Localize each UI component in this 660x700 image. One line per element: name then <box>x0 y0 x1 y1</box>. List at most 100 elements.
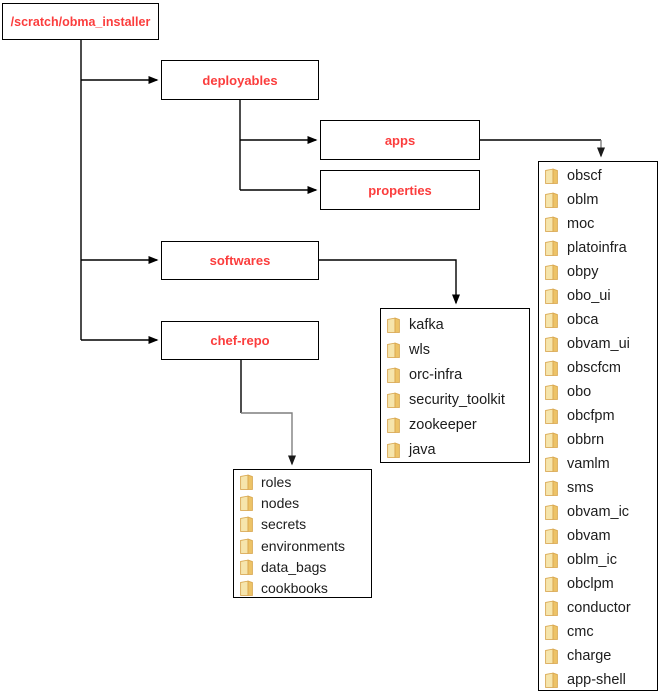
folder-label: orc-infra <box>409 366 463 383</box>
folder-label: obca <box>567 312 599 328</box>
node-chef-repo-label: chef-repo <box>210 333 270 348</box>
folder-label: zookeeper <box>409 416 477 433</box>
folder-item: moc <box>539 212 657 236</box>
folder-icon <box>240 580 253 596</box>
folder-label: obpy <box>567 264 599 280</box>
folder-icon <box>545 264 558 280</box>
folder-item: obvam_ui <box>539 332 657 356</box>
folder-label: oblm_ic <box>567 552 617 568</box>
node-apps-label: apps <box>384 132 416 148</box>
folder-label: platoinfra <box>567 240 627 256</box>
folder-label: sms <box>567 480 594 496</box>
node-root: /scratch/obma_installer <box>2 3 159 40</box>
folder-icon <box>240 559 253 575</box>
folder-label: security_toolkit <box>409 391 505 408</box>
folder-item: zookeeper <box>381 412 529 437</box>
folder-icon <box>387 391 400 408</box>
node-softwares-label: softwares <box>209 253 271 268</box>
node-properties-label: properties <box>368 182 432 198</box>
folder-label: nodes <box>261 494 300 511</box>
folder-label: cmc <box>567 624 594 640</box>
folder-item: oblm_ic <box>539 548 657 572</box>
folder-label: cookbooks <box>261 580 328 597</box>
folder-label: wls <box>409 341 430 358</box>
folder-icon <box>545 576 558 592</box>
folder-item: cookbooks <box>234 577 371 597</box>
node-apps: apps <box>320 120 480 160</box>
folder-icon <box>387 341 400 358</box>
folder-item: obo_ui <box>539 284 657 308</box>
node-root-label: /scratch/obma_installer <box>10 14 151 29</box>
folder-item: environments <box>234 535 371 556</box>
folder-icon <box>240 495 253 511</box>
folder-icon <box>545 504 558 520</box>
folder-icon <box>240 474 253 490</box>
folder-icon <box>545 360 558 376</box>
node-softwares: softwares <box>161 241 319 280</box>
folder-label: java <box>409 441 436 458</box>
arrow-softwares-to-list <box>319 259 460 305</box>
folder-label: obvam_ic <box>567 504 630 520</box>
folder-item: cmc <box>539 620 657 644</box>
folder-item: charge <box>539 644 657 668</box>
folder-label: obcfpm <box>567 408 615 424</box>
folder-item: obcfpm <box>539 404 657 428</box>
folder-icon <box>387 366 400 383</box>
folder-item: wls <box>381 337 529 362</box>
folder-icon <box>545 480 558 496</box>
folder-icon <box>545 552 558 568</box>
folder-item: data_bags <box>234 556 371 577</box>
folder-icon <box>545 456 558 472</box>
folder-icon <box>545 168 558 184</box>
folder-item: obscf <box>539 164 657 188</box>
folder-label: secrets <box>261 516 307 533</box>
folder-item: kafka <box>381 312 529 337</box>
folder-label: obvam_ui <box>567 336 630 352</box>
folder-item: security_toolkit <box>381 387 529 412</box>
node-deployables-label: deployables <box>202 72 278 88</box>
folder-item: oblm <box>539 188 657 212</box>
folder-label: moc <box>567 216 595 232</box>
folder-item: obvam_ic <box>539 500 657 524</box>
folder-icon <box>545 216 558 232</box>
folder-label: conductor <box>567 600 631 616</box>
folder-item: sms <box>539 476 657 500</box>
folder-icon <box>545 192 558 208</box>
folder-label: obclpm <box>567 576 614 592</box>
folder-item: obclpm <box>539 572 657 596</box>
folder-label: obo_ui <box>567 288 611 304</box>
folder-icon <box>545 432 558 448</box>
folder-icon <box>240 516 253 533</box>
folder-label: obvam <box>567 528 611 544</box>
folder-label: kafka <box>409 316 444 333</box>
folder-label: obbrn <box>567 432 605 448</box>
folder-item: obca <box>539 308 657 332</box>
folder-item: secrets <box>234 514 371 535</box>
folder-icon <box>545 600 558 616</box>
folder-label: vamlm <box>567 456 610 472</box>
folder-label: charge <box>567 648 612 664</box>
folder-item: conductor <box>539 596 657 620</box>
folder-label: oblm <box>567 192 599 208</box>
folder-icon <box>387 316 400 333</box>
folder-item: obpy <box>539 260 657 284</box>
folder-icon <box>545 672 558 688</box>
folder-icon <box>545 312 558 328</box>
folder-item: obo <box>539 380 657 404</box>
folder-label: app-shell <box>567 672 626 688</box>
folder-item: obscfcm <box>539 356 657 380</box>
folder-icon <box>545 408 558 424</box>
folder-label: roles <box>261 473 292 490</box>
node-chef-repo: chef-repo <box>161 321 319 360</box>
folder-item: nodes <box>234 492 371 513</box>
folder-label: environments <box>261 537 346 554</box>
folder-icon <box>387 416 400 433</box>
folder-item: obbrn <box>539 428 657 452</box>
folder-item: java <box>381 437 529 462</box>
folder-item: obvam <box>539 524 657 548</box>
folder-item: vamlm <box>539 452 657 476</box>
